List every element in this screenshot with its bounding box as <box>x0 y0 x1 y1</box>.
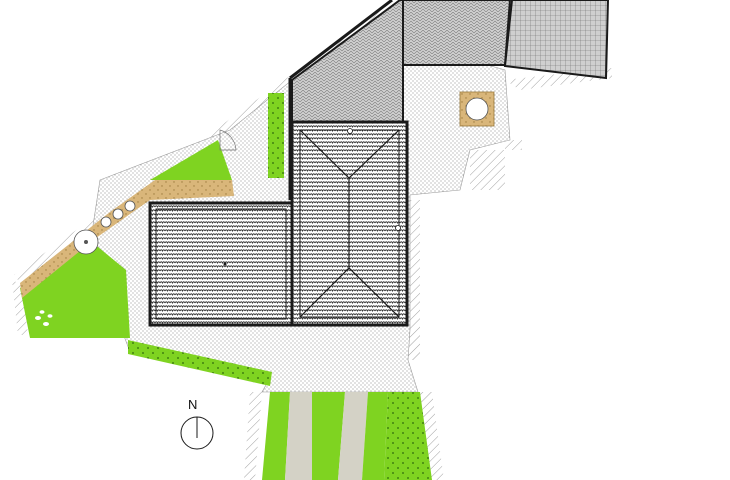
west-wing-roof <box>148 201 294 327</box>
compass-north-label: N <box>188 397 198 412</box>
lawn-strip-south <box>128 340 272 386</box>
lawn-north <box>150 140 232 180</box>
roof-vent-icon <box>395 225 401 231</box>
south-garden <box>262 392 432 480</box>
courtyard-tree-icon <box>459 91 495 127</box>
roof-ridge-icon <box>299 129 400 318</box>
west-wing-parapet <box>155 208 287 320</box>
tree-icon <box>73 229 99 255</box>
roof-drain-icon <box>223 262 227 266</box>
roof-vent-icon <box>347 128 353 134</box>
diagonal-wall <box>289 0 393 80</box>
lawn-west-stones <box>35 310 53 326</box>
lawn-strip-north <box>268 93 284 178</box>
north-wing-roof-center <box>402 0 512 66</box>
north-wing-roof-east <box>503 0 610 80</box>
planter-icon <box>100 200 136 228</box>
door-swing <box>219 129 237 151</box>
lawn-west <box>20 242 130 338</box>
compass-icon <box>180 416 214 450</box>
